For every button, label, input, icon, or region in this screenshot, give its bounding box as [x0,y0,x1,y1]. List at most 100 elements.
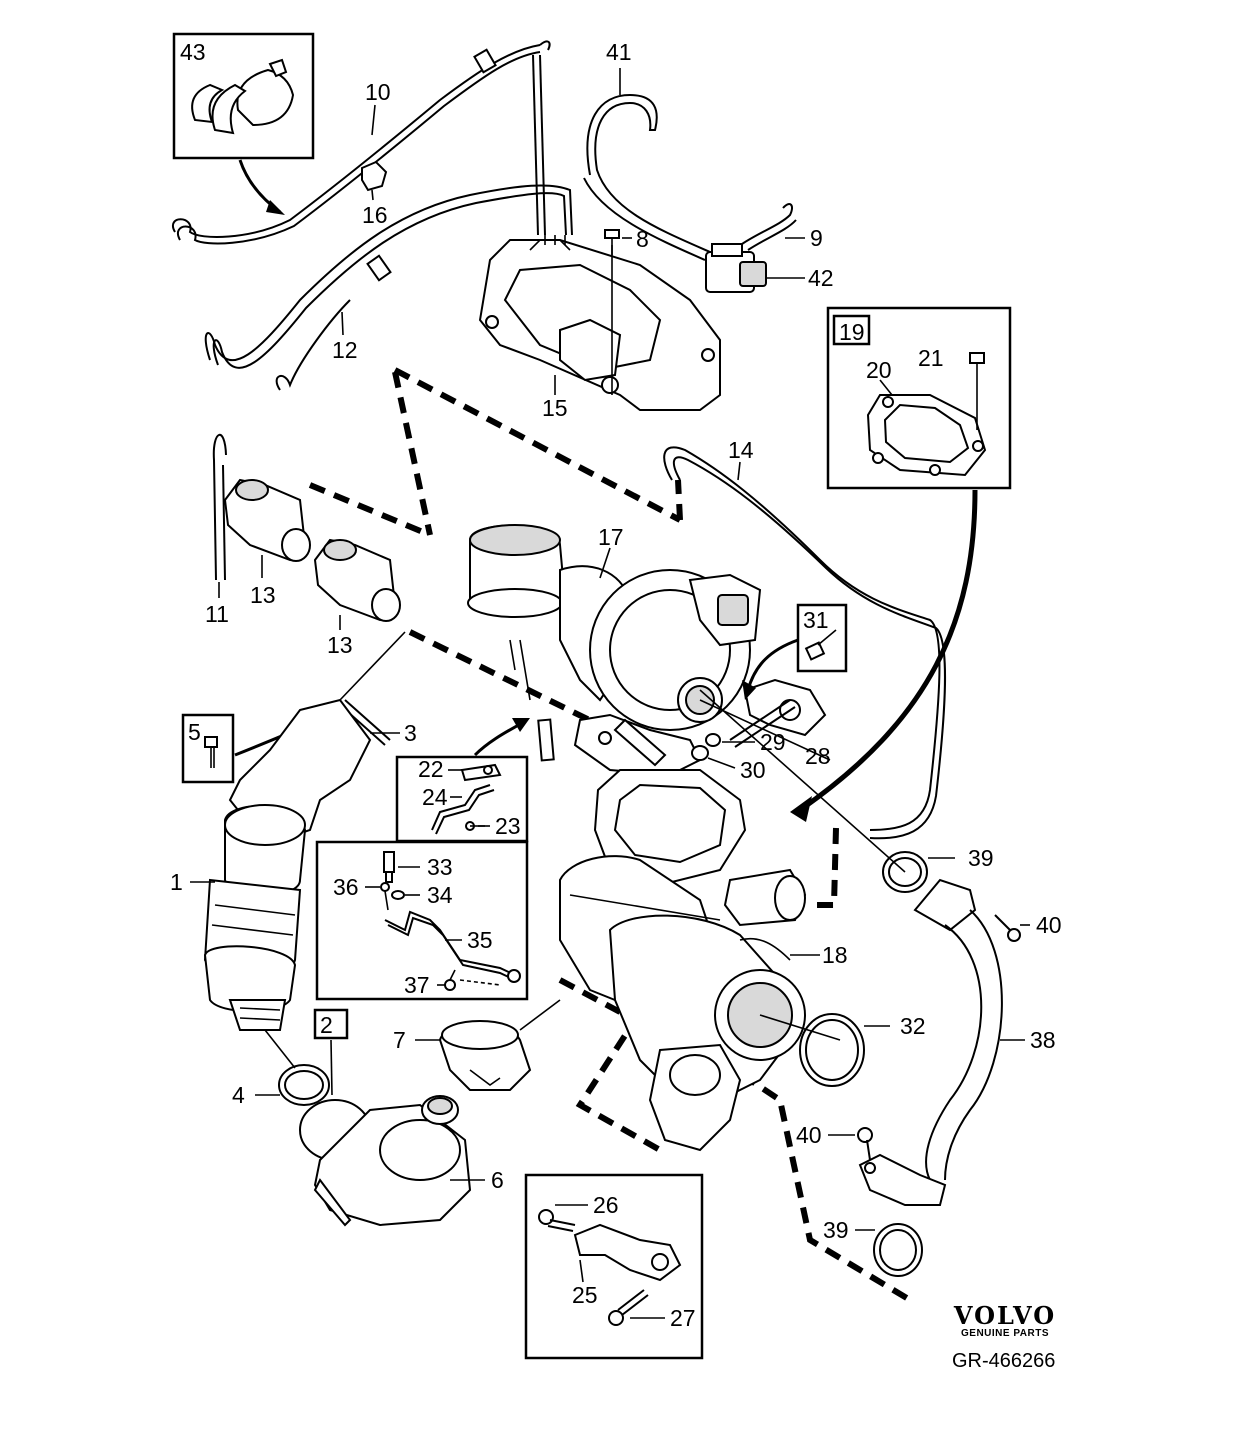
washer-part-29 [705,733,721,747]
label-24: 24 [422,784,448,810]
leader-4b [264,1029,296,1069]
box-part-31 [796,603,848,673]
o-ring-part-4 [278,1064,330,1106]
cover-part-15 [478,235,721,411]
dashed-line-c [308,482,432,538]
gasket-part-20 [866,394,987,477]
leader-25 [579,1259,584,1283]
bolt-part-40-upper [994,914,1021,942]
label-2: 2 [320,1012,333,1038]
label-18: 18 [822,942,848,968]
label-37: 37 [404,972,430,998]
dashed-line-d [675,479,683,521]
bolt-part-5 [204,736,218,768]
pipe-part-35 [384,910,521,983]
leader-32b [759,1014,841,1041]
washer-part-30 [691,745,709,761]
leader-3b [339,631,406,701]
label-11: 11 [205,601,229,627]
box-parts-33-37 [315,840,529,1001]
bolt-part-40-lower [857,1127,873,1161]
leader-17 [599,547,611,579]
hose-clip-part-43 [191,58,295,135]
bolt-part-21 [969,352,985,376]
turbocharger-part-17 [467,524,827,777]
solenoid-valve-part-42 [705,243,767,293]
label-30: 30 [740,757,766,783]
label-16: 16 [362,202,388,228]
label-7: 7 [393,1027,406,1053]
leader-30 [707,757,736,769]
washer-part-34 [391,890,405,900]
valve-part-13-right [313,538,401,622]
arrow-22-24 [473,721,523,757]
label-25: 25 [572,1282,598,1308]
box-part-19 [826,306,1012,490]
dashed-line-g [558,977,662,1153]
housing-part-6 [299,1095,472,1227]
label-27: 27 [670,1305,696,1331]
label-13b: 13 [327,632,353,658]
leader-16 [371,189,374,201]
label-17: 17 [598,524,624,550]
box-part-2 [313,1008,349,1040]
dashed-line-b [392,371,433,536]
brand-tagline: GENUINE PARTS [961,1328,1049,1339]
turbo-assembly-part-18 [559,855,807,1152]
cap-part-7 [438,1020,532,1091]
leader-12 [341,311,344,336]
leader-2 [330,1039,333,1096]
leader-20 [879,379,893,396]
label-43: 43 [180,39,206,65]
volvo-logo: VOLVO GENUINE PARTS [940,1304,1070,1340]
leader-7b [519,999,561,1031]
bolt-part-31 [804,629,837,661]
label-21: 21 [918,345,944,371]
label-29: 29 [760,729,786,755]
arrow-31 [746,638,799,691]
bracket-part-25 [573,1223,682,1282]
bolt-part-26 [538,1209,576,1232]
label-19: 19 [839,319,865,345]
label-40a: 40 [1036,912,1062,938]
label-40b: 40 [796,1122,822,1148]
label-39a: 39 [968,845,994,871]
hose-part-11 [212,433,227,581]
label-31: 31 [803,607,829,633]
clip-part-16 [361,160,388,192]
bolt-part-8 [604,229,620,255]
gasket-part-22 [460,763,502,782]
label-14: 14 [728,437,754,463]
label-3: 3 [404,720,417,746]
stud-part-28 [729,699,796,748]
box-parts-25-27 [524,1173,704,1360]
label-41: 41 [606,39,632,65]
pipe-part-38 [858,878,1003,1206]
arrow-19 [798,489,978,813]
label-8: 8 [636,226,649,252]
label-13a: 13 [250,582,276,608]
label-42: 42 [808,265,834,291]
label-38: 38 [1030,1027,1056,1053]
label-36: 36 [333,874,359,900]
leader-39a-b [699,689,906,873]
bolt-part-37 [444,969,456,991]
label-26: 26 [593,1192,619,1218]
label-15: 15 [542,395,568,421]
gasket-part-39-lower [873,1223,923,1277]
label-28: 28 [805,743,831,769]
label-39b: 39 [823,1217,849,1243]
label-5: 5 [188,719,201,745]
sensor-part-33 [383,851,395,883]
gasket-ring-part-32 [799,1013,865,1087]
label-20: 20 [866,357,892,383]
leader-14 [737,461,741,481]
dashed-line-e [408,629,622,738]
bolt-part-36 [380,882,390,911]
exhaust-gasket [593,769,747,887]
hose-part-12 [204,184,573,391]
label-12: 12 [332,337,358,363]
leader-37b [459,979,501,986]
hose-part-14 [663,446,947,840]
